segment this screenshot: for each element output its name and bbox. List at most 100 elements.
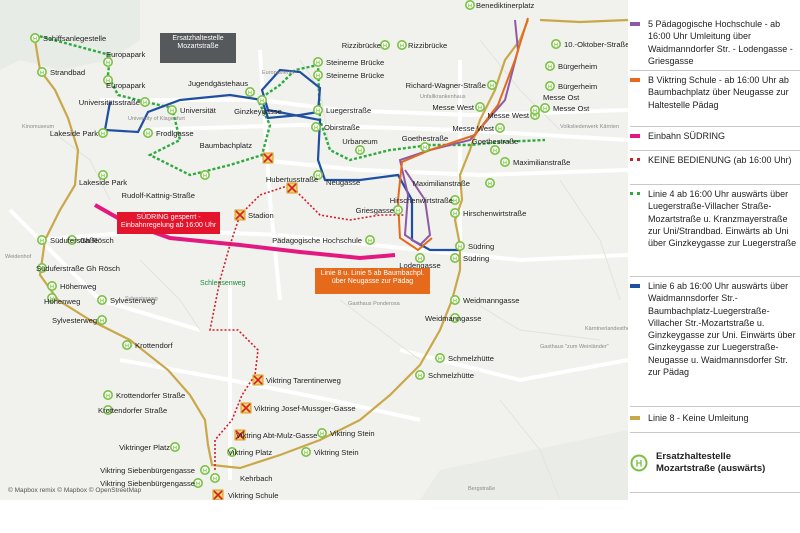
stop-marker-goethestrasse1[interactable] — [419, 142, 430, 153]
stop-marker-messe_ost1[interactable] — [529, 105, 540, 116]
stop-marker-luegerstrasse[interactable] — [312, 105, 323, 116]
linie5-route[interactable] — [398, 19, 520, 247]
stop-label-richard: Richard-Wagner-Straße — [406, 81, 486, 90]
stop-h-icon: H — [490, 83, 494, 89]
stop-marker-krottendorf[interactable] — [122, 339, 133, 350]
callout-ersatz-line1: Ersatzhaltestelle — [172, 35, 224, 42]
stop-label-siebenbuergen2: Viktring Siebenbürgengasse — [100, 479, 195, 488]
stop-marker-schmelzhuette1[interactable] — [434, 352, 445, 363]
stop-marker-suedufer1[interactable] — [36, 235, 47, 246]
legend-swatch — [630, 78, 640, 82]
stop-label-suedufer2: Süduferstraße Gh Rösch — [36, 264, 120, 273]
stop-marker-krottendorfer2[interactable] — [103, 404, 114, 415]
stop-marker-jugendgaestehaus[interactable] — [245, 87, 256, 98]
stop-marker-suedring1[interactable] — [454, 241, 465, 252]
stop-marker-europapark2[interactable] — [103, 75, 114, 86]
stop-h-icon: H — [248, 90, 252, 96]
stop-marker-lakeside_park2[interactable] — [98, 170, 109, 181]
stop-h-icon: H — [396, 208, 400, 214]
stop-marker-rizzibruecke2[interactable] — [396, 39, 407, 50]
stop-h-icon: H — [438, 356, 442, 362]
stop-marker-messe_ost2[interactable] — [539, 103, 550, 114]
map-label-weidenhof: Weidenhof — [5, 254, 32, 260]
stop-marker-goethestrasse2[interactable] — [489, 145, 500, 156]
stop-marker-viktring_stein2[interactable] — [300, 446, 311, 457]
stop-marker-kehrbach[interactable] — [210, 472, 221, 483]
stop-marker-obirstrasse[interactable] — [310, 122, 321, 133]
stop-marker-maximilianstrasse1[interactable] — [499, 157, 510, 168]
callout-ersatz-line2: Mozartstraße — [177, 43, 219, 50]
park-area — [420, 430, 628, 500]
stop-marker-weidmanngasse2[interactable] — [449, 312, 460, 323]
legend-panel: 5 Pädagogische Hochschule - ab 16:00 Uhr… — [630, 18, 800, 498]
stop-marker-viktringer_platz1[interactable] — [170, 441, 181, 452]
stop-h-icon: H — [548, 64, 552, 70]
stop-marker-sylvesterweg2[interactable] — [97, 314, 108, 325]
legend-divider — [630, 184, 800, 185]
stop-marker-rudolf[interactable] — [200, 170, 211, 181]
linieB-route[interactable] — [396, 17, 529, 252]
stop-marker-rizzibruecke1[interactable] — [379, 39, 390, 50]
stop-marker-krottendorfer1[interactable] — [103, 389, 114, 400]
stop-marker-strandbad[interactable] — [36, 67, 47, 78]
stop-marker-ginzkeygasse[interactable] — [256, 95, 267, 106]
stop-marker-buergerheim2[interactable] — [544, 81, 555, 92]
keine-bedienung-route[interactable] — [209, 184, 405, 470]
stop-marker-maximilianstrasse2[interactable] — [484, 178, 495, 189]
linie8-route[interactable] — [33, 19, 530, 470]
stop-h-icon: H — [418, 373, 422, 379]
stop-label-schmelzhuette2: Schmelzhütte — [428, 371, 474, 380]
stop-marker-steinerne_bruecke1[interactable] — [312, 56, 323, 67]
stop-marker-lakeside_park1[interactable] — [98, 128, 109, 139]
legend-item-7: Linie 8 - Keine Umleitung — [630, 412, 800, 424]
stop-label-krottendorfer2: Krottendorfer Straße — [98, 406, 167, 415]
stop-marker-urbaneum[interactable] — [354, 145, 365, 156]
stop-marker-richard[interactable] — [486, 80, 497, 91]
stop-label-urbaneum: Urbaneum — [342, 137, 377, 146]
stop-marker-hirschenwirtstrasse1[interactable] — [449, 195, 460, 206]
stop-label-hubertusstrasse: Hubertusstraße — [266, 175, 318, 184]
legend-swatch — [630, 284, 640, 288]
stop-h-icon: H — [213, 476, 217, 482]
stop-marker-sylvesterweg1[interactable] — [97, 294, 108, 305]
stop-marker-schmelzhuette2[interactable] — [414, 369, 425, 380]
stop-marker-siebenbuergen2[interactable] — [193, 477, 204, 488]
stop-label-baumbachplatz: Baumbachplatz — [200, 141, 253, 150]
stop-marker-universitaetsstrasse[interactable] — [140, 97, 151, 108]
map-attribution[interactable]: © Mapbox remix © Mapbox © OpenStreetMap — [8, 487, 142, 494]
stop-marker-steinerne_bruecke2[interactable] — [312, 70, 323, 81]
stop-marker-universitaet[interactable] — [167, 105, 178, 116]
stop-marker-siebenbuergen1[interactable] — [200, 464, 211, 475]
stop-marker-hirschenwirtstrasse2[interactable] — [449, 208, 460, 219]
stop-marker-europapark1[interactable] — [103, 56, 114, 67]
stop-label-tarentinerweg: Viktring Tarentinerweg — [266, 376, 341, 385]
stop-marker-lodengasse[interactable] — [414, 253, 425, 264]
stop-marker-hoehenweg2[interactable] — [46, 292, 57, 303]
stop-marker-messe_west2[interactable] — [494, 123, 505, 134]
stop-marker-weidmanngasse1[interactable] — [449, 294, 460, 305]
stop-marker-suedring2[interactable] — [449, 253, 460, 264]
stop-h-icon: H — [314, 125, 318, 131]
stop-marker-schiffsanlegestelle[interactable] — [29, 32, 40, 43]
stop-marker-paedagogische[interactable] — [364, 235, 375, 246]
stop-label-messe_west2: Messe West — [452, 124, 495, 133]
stop-h-icon: H — [203, 173, 207, 179]
svg-text:H: H — [636, 459, 643, 469]
stop-marker-frodlgasse[interactable] — [143, 128, 154, 139]
map-label-schleusenweg: Schleusenweg — [200, 280, 246, 287]
stop-marker-messe_west1[interactable] — [474, 102, 485, 113]
stop-marker-gh_roesch[interactable] — [67, 235, 78, 246]
stop-marker-viktring_platz2[interactable] — [227, 446, 238, 457]
stop-marker-viktring_stein1[interactable] — [316, 427, 327, 438]
linie4-route[interactable] — [34, 33, 546, 177]
stop-marker-suedufer2[interactable] — [36, 262, 47, 273]
stop-marker-buergerheim1[interactable] — [544, 60, 555, 71]
stop-marker-neugasse[interactable] — [312, 170, 323, 181]
stop-marker-benediktinerplatz[interactable] — [464, 0, 475, 10]
stop-h-icon: H — [418, 256, 422, 262]
linie8-route-east[interactable] — [539, 18, 628, 24]
stop-marker-hoehenweg1[interactable] — [46, 280, 57, 291]
stop-marker-griesgasse[interactable] — [392, 205, 403, 216]
stop-marker-oktober[interactable] — [550, 38, 561, 49]
